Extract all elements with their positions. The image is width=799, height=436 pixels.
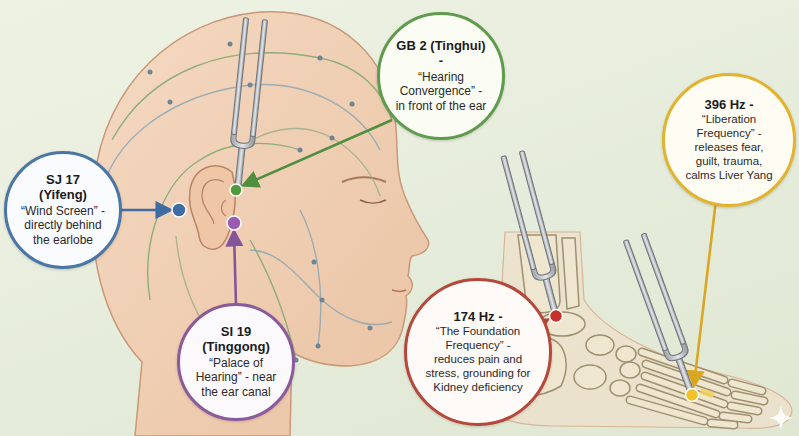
sparkle-mark <box>768 405 794 431</box>
tuning-fork <box>623 233 703 399</box>
callout-text: “Liberation Frequency” - releases fear, … <box>681 113 777 182</box>
callout-content: SJ 17 (Yifeng)“Wind Screen” - directly b… <box>21 173 106 247</box>
tuning-fork <box>226 18 267 188</box>
callout-content: GB 2 (Tinghui) -“Hearing Convergence” - … <box>395 39 487 113</box>
acupoint-callout: SJ 17 (Yifeng)“Wind Screen” - directly b… <box>4 151 122 269</box>
acupoint-callout: 396 Hz -“Liberation Frequency” - release… <box>662 73 796 207</box>
callout-content: SI 19 (Tinggong)“Palace of Hearing” - ne… <box>194 325 279 399</box>
callout-content: 396 Hz -“Liberation Frequency” - release… <box>681 98 777 183</box>
callout-text: “Hearing Convergence” - in front of the … <box>395 70 487 113</box>
acupoint-callout: SI 19 (Tinggong)“Palace of Hearing” - ne… <box>177 303 295 421</box>
callout-content: 174 Hz -“The Foundation Frequency” - red… <box>425 310 532 395</box>
callout-heading: GB 2 (Tinghui) - <box>395 39 487 69</box>
callout-heading: 396 Hz - <box>681 98 777 113</box>
callout-heading: SJ 17 (Yifeng) <box>21 173 106 203</box>
acupoint-callout: 174 Hz -“The Foundation Frequency” - red… <box>404 278 552 426</box>
callout-text: “Wind Screen” - directly behind the earl… <box>21 204 106 247</box>
callout-text: “Palace of Hearing” - near the ear canal <box>194 356 279 399</box>
callout-text: “The Foundation Frequency” - reduces pai… <box>425 325 532 394</box>
callout-heading: SI 19 (Tinggong) <box>194 325 279 355</box>
acupoint-callout: GB 2 (Tinghui) -“Hearing Convergence” - … <box>377 12 505 140</box>
callout-heading: 174 Hz - <box>425 310 532 325</box>
